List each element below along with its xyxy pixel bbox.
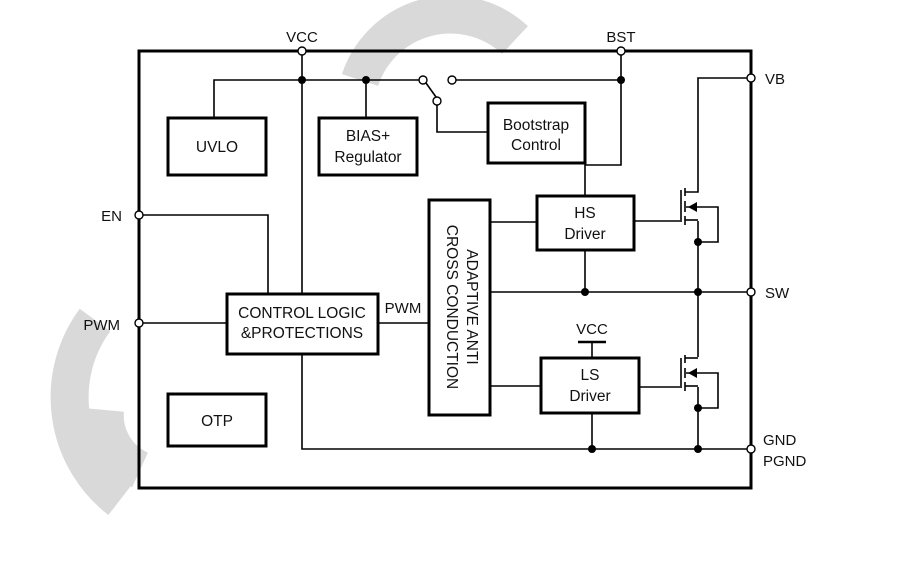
hs-body-arrow-icon bbox=[688, 202, 697, 212]
pin-pwm bbox=[134, 318, 144, 328]
low-side-mosfet-icon bbox=[680, 355, 719, 409]
watermark-arc-top bbox=[341, 0, 528, 87]
internal-pwm-label: PWM bbox=[385, 300, 422, 317]
junction-dot bbox=[362, 76, 370, 84]
hs-label: HS bbox=[574, 205, 596, 222]
wire-vcc-bus bbox=[213, 79, 423, 117]
control-label: Control bbox=[511, 137, 561, 154]
junction-dot bbox=[694, 404, 702, 412]
ls-driver-block: LS Driver bbox=[539, 356, 641, 415]
watermark-arc-left bbox=[50, 308, 133, 516]
bias-label: BIAS+ bbox=[346, 128, 390, 145]
pin-label-bst: BST bbox=[606, 29, 635, 46]
pin-en bbox=[134, 210, 144, 220]
watermark bbox=[50, 0, 528, 516]
pin-label-vb: VB bbox=[765, 71, 785, 88]
pins bbox=[134, 46, 756, 454]
uvlo-block: UVLO bbox=[166, 116, 268, 177]
ls-driver-label: Driver bbox=[569, 388, 610, 405]
regulator-label: Regulator bbox=[334, 149, 401, 166]
adaptive-anti-cross-conduction-block: ADAPTIVE ANTI CROSS CONDUCTION bbox=[427, 198, 492, 417]
junction-dot bbox=[581, 288, 589, 296]
junctions bbox=[298, 76, 702, 453]
pin-label-pgnd: PGND bbox=[763, 453, 807, 470]
ls-vcc-label: VCC bbox=[576, 321, 608, 338]
otp-block: OTP bbox=[166, 392, 268, 448]
pin-label-vcc: VCC bbox=[286, 29, 318, 46]
adaptive-label-line1: ADAPTIVE ANTI bbox=[463, 249, 480, 364]
control-logic-block: CONTROL LOGIC &PROTECTIONS bbox=[225, 292, 380, 356]
junction-dot bbox=[694, 238, 702, 246]
control-logic-label: CONTROL LOGIC bbox=[238, 305, 366, 322]
pin-label-gnd: GND bbox=[763, 432, 797, 449]
ls-label: LS bbox=[581, 367, 600, 384]
adaptive-label-line2: CROSS CONDUCTION bbox=[443, 225, 460, 389]
pin-bst bbox=[616, 46, 626, 56]
pin-label-en: EN bbox=[101, 208, 122, 225]
hs-driver-label: Driver bbox=[564, 226, 605, 243]
bootstrap-control-block: Bootstrap Control bbox=[486, 101, 587, 165]
protections-label: &PROTECTIONS bbox=[241, 325, 363, 342]
junction-dot bbox=[588, 445, 596, 453]
pin-sw bbox=[746, 287, 756, 297]
pin-vb bbox=[746, 73, 756, 83]
wire-gnd-bus bbox=[301, 354, 751, 450]
wires bbox=[139, 51, 751, 450]
bootstrap-switch-icon bbox=[418, 75, 457, 106]
pin-gnd bbox=[746, 444, 756, 454]
junction-dot bbox=[694, 288, 702, 296]
pin-vcc bbox=[297, 46, 307, 56]
otp-label: OTP bbox=[201, 413, 233, 430]
wire-en bbox=[139, 214, 269, 294]
wire-bst-hs bbox=[584, 51, 622, 196]
switch-arm bbox=[425, 82, 437, 98]
high-side-mosfet-icon bbox=[680, 174, 719, 243]
wire-vb bbox=[697, 77, 751, 174]
pin-label-sw: SW bbox=[765, 285, 790, 302]
junction-dot bbox=[694, 445, 702, 453]
uvlo-label: UVLO bbox=[196, 139, 238, 156]
junction-dot bbox=[298, 76, 306, 84]
hs-driver-block: HS Driver bbox=[535, 194, 636, 252]
pin-label-pwm: PWM bbox=[83, 317, 120, 334]
ls-body-arrow-icon bbox=[688, 368, 697, 378]
bootstrap-label: Bootstrap bbox=[503, 117, 569, 134]
bias-regulator-block: BIAS+ Regulator bbox=[317, 116, 419, 177]
wire-switch-bootstrap bbox=[436, 105, 488, 133]
watermark-arc-inner bbox=[85, 408, 149, 488]
chip-outline bbox=[137, 49, 753, 490]
junction-dot bbox=[617, 76, 625, 84]
